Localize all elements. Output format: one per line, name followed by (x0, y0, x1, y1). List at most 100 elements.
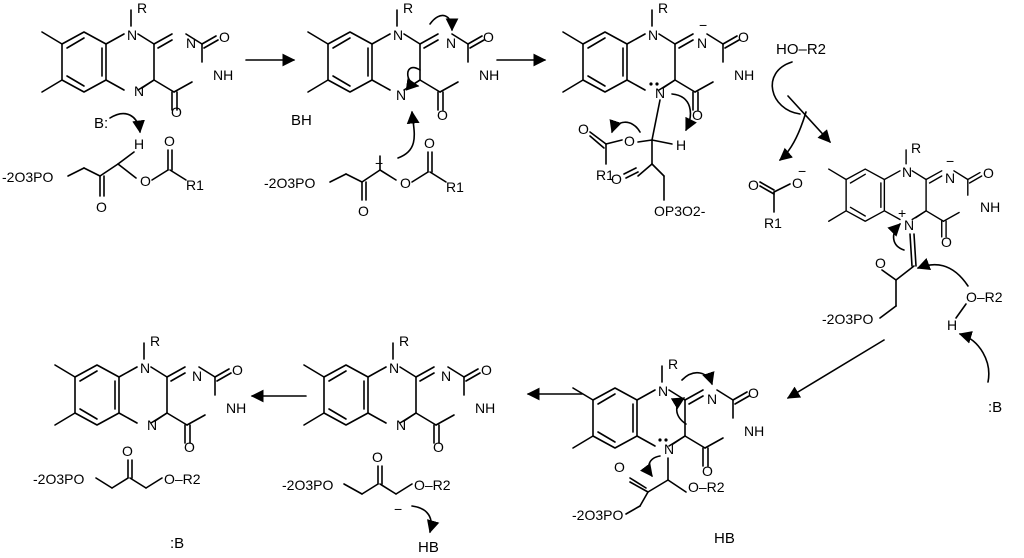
atom-N10: N (648, 27, 658, 43)
atom-O4: O (437, 107, 448, 123)
atom-NH3: NH (479, 67, 499, 83)
atom-N5: N (655, 85, 665, 101)
flavin-oxidized-1: R N N N O NH O (41, 0, 233, 120)
atom-O2: O (219, 29, 230, 45)
label-BH: BH (291, 112, 312, 129)
atom-O2: O (748, 385, 759, 401)
reaction-arrow-3 (787, 95, 831, 143)
atom-O: O (372, 449, 383, 465)
N1-charge: − (699, 17, 707, 33)
carboxylate-product: O O − R1 (748, 163, 806, 231)
atom-O: O (624, 133, 635, 149)
atom-O4: O (433, 439, 444, 455)
atom-H: H (676, 137, 686, 153)
atom-O: O (424, 135, 435, 151)
label-base-7: :B (170, 535, 184, 552)
group-O-R2: O–R2 (966, 289, 1003, 305)
atom-N10: N (658, 383, 668, 399)
atom-NH3: NH (980, 199, 1000, 215)
N5-charge: + (898, 205, 906, 221)
atom-R: R (668, 356, 678, 372)
label-HB-6: HB (418, 539, 439, 556)
substrate-1: B: H -2O3PO O O O R1 (2, 112, 204, 215)
flavin-oxidized-2: R N N N O NH O (307, 0, 499, 159)
label-base-4: :B (988, 399, 1002, 416)
atom-O4: O (692, 107, 703, 123)
product-6: -2O3PO O O–R2 − (282, 449, 451, 534)
atom-R: R (137, 0, 147, 16)
atom-NH3: NH (734, 67, 754, 83)
atom-O: O (748, 177, 759, 193)
carbanion-charge: − (394, 501, 402, 517)
phosphate-group: -2O3PO (572, 507, 623, 523)
flavin-adduct-5: R N N N O NH O O–R2 O -2O3PO (572, 356, 764, 523)
atom-O4: O (702, 463, 713, 479)
atom-O: O (614, 459, 625, 475)
atom-N10: N (902, 164, 912, 180)
phosphate-group: -2O3PO (33, 471, 84, 487)
group-R1: R1 (186, 177, 204, 193)
atom-O2: O (483, 29, 494, 45)
atom-N10: N (127, 27, 137, 43)
atom-R: R (403, 0, 413, 16)
phosphate-group: -2O3PO (2, 169, 53, 185)
atom-O: O (792, 175, 803, 191)
flavin-adduct-3: R N N N − O NH O O R1 O H O OP3O2- (562, 0, 754, 219)
group-R1: R1 (446, 179, 464, 195)
atom-NH3: NH (213, 67, 233, 83)
atom-N1: N (446, 35, 456, 51)
atom-O: O (96, 199, 107, 215)
atom-R: R (150, 333, 160, 349)
atom-O: O (400, 175, 411, 191)
phosphate-group: -2O3PO (282, 477, 333, 493)
group-R1: R1 (596, 167, 614, 183)
label-HB-5: HB (714, 530, 735, 547)
atom-O: O (578, 121, 589, 137)
flavin-oxidized-6: R N N N O NH O (303, 333, 495, 455)
atom-O4: O (941, 234, 952, 250)
base-label: B: (94, 115, 108, 132)
atom-N10: N (389, 360, 399, 376)
atom-O: O (164, 133, 175, 149)
atom-NH3: NH (226, 400, 246, 416)
reagent-HO-R2: HO–R2 (776, 41, 826, 58)
atom-N5: N (147, 417, 157, 433)
group-R1: R1 (764, 215, 782, 231)
atom-N5: N (664, 441, 674, 457)
phosphate-group: -2O3PO (264, 175, 315, 191)
atom-O: O (611, 171, 622, 187)
carbanion-charge: − (375, 155, 383, 171)
flavin-oxidized-7: R N N N O NH O (54, 333, 246, 455)
atom-N10: N (393, 27, 403, 43)
group-O-R2: O–R2 (164, 471, 201, 487)
atom-O: O (358, 203, 369, 219)
atom-N1: N (441, 368, 451, 384)
atom-N1: N (707, 391, 717, 407)
carboxylate-charge: − (798, 163, 806, 179)
atom-NH3: NH (744, 423, 764, 439)
atom-N5: N (396, 417, 406, 433)
atom-N5: N (396, 87, 406, 103)
atom-O2: O (983, 165, 994, 181)
atom-N1: N (697, 35, 707, 51)
atom-H: H (134, 136, 144, 152)
atom-R: R (911, 140, 921, 156)
atom-N5: N (904, 217, 914, 233)
reaction-arrow-4 (786, 339, 885, 399)
atom-O4: O (171, 104, 182, 120)
atom-NH3: NH (475, 400, 495, 416)
atom-R: R (658, 0, 668, 16)
group-O-R2: O–R2 (414, 477, 451, 493)
atom-O2: O (738, 29, 749, 45)
atom-O2: O (232, 362, 243, 378)
atom-N5: N (134, 83, 144, 99)
atom-N10: N (140, 360, 150, 376)
product-7: -2O3PO O O–R2 (33, 443, 201, 489)
atom-H: H (947, 317, 957, 333)
atom-R: R (399, 333, 409, 349)
substrate-2: -2O3PO O − O O R1 (264, 135, 464, 219)
atom-N1: N (945, 170, 955, 186)
group-O-R2: O–R2 (688, 479, 725, 495)
phosphate-down: OP3O2- (654, 203, 706, 219)
